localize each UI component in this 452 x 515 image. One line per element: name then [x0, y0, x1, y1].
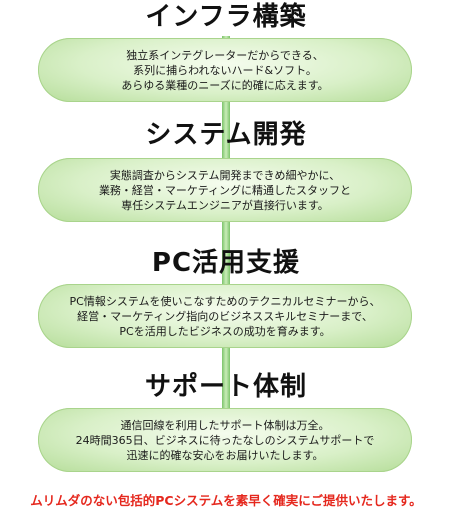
description-line: PC情報システムを使いこなすためのテクニカルセミナーから、	[69, 294, 381, 308]
section-title-infrastructure: インフラ構築	[145, 2, 307, 32]
description-line: 経営・マーケティング指向のビジネススキルセミナーまで、	[77, 309, 373, 323]
description-line: 業務・経営・マーケティングに精通したスタッフと	[98, 183, 352, 197]
description-line: 迅速に的確な安心をお届けいたします。	[126, 448, 324, 462]
description-line: 実態調査からシステム開発まできめ細やかに、	[109, 168, 341, 182]
description-line: 24時間365日、ビジネスに待ったなしのシステムサポートで	[75, 433, 375, 447]
description-line: 独立系インテグレーターだからできる、	[126, 48, 324, 62]
section-title-pc-support: PC活用支援	[151, 248, 301, 278]
section-box-infrastructure: 独立系インテグレーターだからできる、 系列に捕らわれないハード&ソフト。 あらゆ…	[38, 38, 412, 102]
description-line: 通信回線を利用したサポート体制は万全。	[120, 418, 330, 432]
description-line: 専任システムエンジニアが直接行います。	[121, 198, 329, 212]
description-line: 系列に捕らわれないハード&ソフト。	[133, 63, 317, 77]
section-box-pc-support: PC情報システムを使いこなすためのテクニカルセミナーから、 経営・マーケティング…	[38, 284, 412, 348]
connector-line	[222, 36, 230, 456]
footer-tagline: ムリムダのない包括的PCシステムを素早く確実にご提供いたします。	[30, 493, 422, 508]
section-box-system-development: 実態調査からシステム開発まできめ細やかに、 業務・経営・マーケティングに精通した…	[38, 158, 412, 222]
section-title-system-development: システム開発	[145, 120, 307, 150]
description-line: あらゆる業種のニーズに的確に応えます。	[121, 78, 329, 92]
section-box-support-system: 通信回線を利用したサポート体制は万全。 24時間365日、ビジネスに待ったなしの…	[38, 408, 412, 472]
section-title-support-system: サポート体制	[144, 372, 307, 402]
description-line: PCを活用したビジネスの成功を育みます。	[119, 324, 331, 338]
